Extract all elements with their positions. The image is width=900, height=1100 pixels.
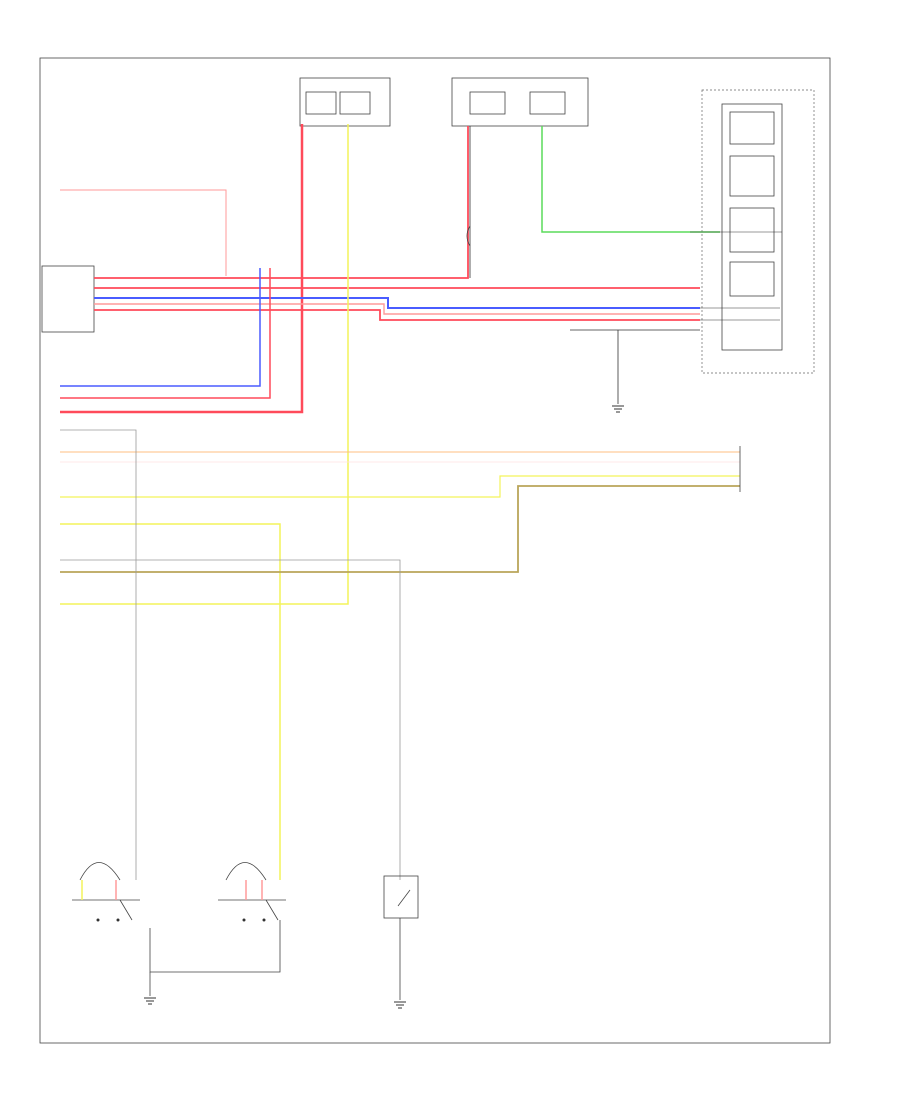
wire-gray-right (60, 559, 401, 880)
switch-cell-4 (729, 261, 775, 297)
module-leads (690, 231, 782, 321)
wire-olive (60, 485, 740, 573)
fuse-a (305, 91, 337, 115)
switch-center-outline (383, 875, 419, 919)
wire-red-main (60, 124, 304, 414)
switch-right-arc (225, 862, 267, 881)
wire-yellow-right (60, 475, 740, 498)
wire-red-3 (94, 309, 700, 321)
switch-left-arc (79, 862, 121, 881)
left-connector (41, 265, 95, 333)
switch-right (218, 862, 286, 922)
diagram-frame (39, 57, 831, 1044)
fuse-box-upper (299, 77, 391, 127)
switch-left (72, 862, 140, 922)
switch-cell-2 (729, 155, 775, 197)
wire-blue-main (94, 297, 700, 309)
wire-yellow-long (60, 124, 349, 605)
switch-cell-3 (729, 207, 775, 253)
wire-pink-3 (94, 303, 700, 315)
ground-bus-left (149, 920, 281, 973)
switch-module-body (721, 103, 783, 351)
wire-pink-upper (60, 189, 227, 276)
ground-symbol-right (612, 405, 624, 413)
wire-blue-branch (60, 268, 261, 387)
wire-yellow-left (60, 523, 281, 880)
wire-green (541, 126, 720, 233)
wire-red-top (94, 126, 469, 279)
ground-symbol-center (394, 1001, 406, 1009)
fuse-d (529, 91, 566, 115)
switch-center (383, 875, 419, 1000)
switch-cell-1 (729, 111, 775, 145)
ground-symbol-left (144, 997, 156, 1005)
left-connector-outline (41, 265, 95, 333)
resistor-icon (466, 225, 471, 247)
wire-gray-left (60, 429, 137, 880)
fuse-box-right (451, 77, 589, 127)
wire-red-branch (60, 268, 271, 399)
fuse-c (469, 91, 506, 115)
fuse-box-right-outline (451, 77, 589, 127)
fuse-box-outline (299, 77, 391, 127)
fuse-b (339, 91, 371, 115)
